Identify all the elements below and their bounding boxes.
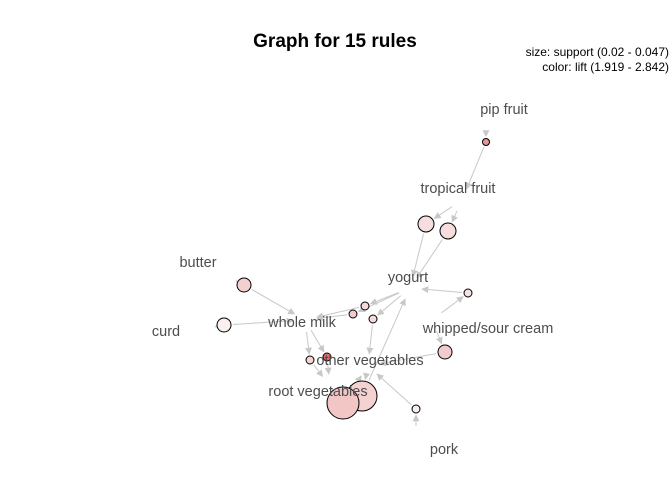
rule-edge xyxy=(379,353,437,367)
rule-node xyxy=(411,404,421,414)
item-label-other-vegetables: other vegetables xyxy=(316,353,423,369)
item-label-whole-milk: whole milk xyxy=(267,315,336,331)
rule-edge xyxy=(313,364,324,378)
rule-node xyxy=(236,277,252,293)
legend-size: size: support (0.02 - 0.047) xyxy=(526,45,669,59)
rule-node xyxy=(437,344,453,360)
item-labels: pip fruit tropical fruit butter yogurt c… xyxy=(152,102,553,458)
rule-edge xyxy=(411,233,425,278)
item-label-pip-fruit: pip fruit xyxy=(480,102,528,118)
rule-node xyxy=(482,138,490,146)
rule-node xyxy=(360,301,370,311)
item-label-curd: curd xyxy=(152,324,180,340)
rule-edge xyxy=(416,239,443,279)
item-label-tropical-fruit: tropical fruit xyxy=(421,181,496,197)
rule-edge xyxy=(232,317,294,325)
rule-nodes xyxy=(216,138,490,420)
rule-node xyxy=(368,314,378,324)
rule-edge xyxy=(316,306,360,320)
rule-edge xyxy=(369,291,400,305)
graph-title: Graph for 15 rules xyxy=(253,31,417,52)
rule-edge xyxy=(368,298,406,381)
rule-edge xyxy=(310,330,325,353)
item-label-whipped-sour-cream: whipped/sour cream xyxy=(422,321,554,337)
rule-node xyxy=(216,317,232,333)
rule-edge xyxy=(316,314,348,322)
rule-edge xyxy=(305,331,312,355)
item-label-butter: butter xyxy=(179,255,216,271)
rule-node xyxy=(326,386,360,420)
rule-edge xyxy=(376,373,412,406)
rule-edge xyxy=(441,296,464,314)
rule-edge xyxy=(465,146,485,190)
rule-node xyxy=(305,355,315,365)
rule-node xyxy=(439,222,457,240)
item-label-pork: pork xyxy=(430,442,459,458)
rule-edge xyxy=(435,330,443,345)
rule-node xyxy=(322,352,332,362)
item-label-root-vegetables: root vegetables xyxy=(268,384,367,400)
rule-edge xyxy=(433,206,453,219)
item-label-yogurt: yogurt xyxy=(388,270,428,286)
legend-color: color: lift (1.919 - 2.842) xyxy=(542,60,669,74)
rule-edge xyxy=(377,295,402,316)
edges xyxy=(214,130,490,426)
rule-edge xyxy=(251,289,296,315)
rule-node xyxy=(417,215,435,233)
rule-edge xyxy=(451,210,458,223)
rule-node xyxy=(348,309,358,319)
rule-edge xyxy=(366,324,374,355)
rule-edge xyxy=(324,362,332,375)
rule-node xyxy=(463,288,473,298)
rule-edge xyxy=(421,286,463,294)
